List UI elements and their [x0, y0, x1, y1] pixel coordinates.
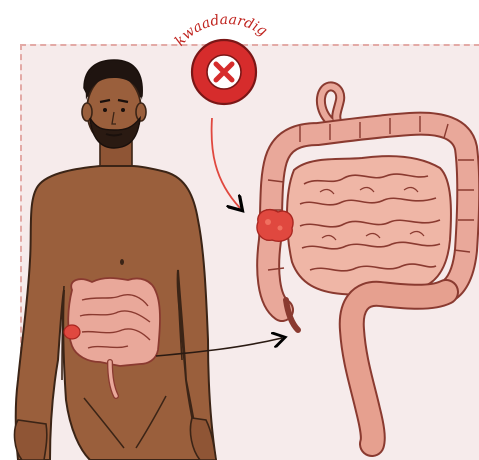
man-torso-icon — [15, 60, 216, 460]
arrow-badge-to-tumor-icon — [212, 118, 240, 208]
intestines-icon — [257, 86, 474, 444]
tumor-icon — [257, 210, 293, 242]
left-hand — [15, 420, 47, 460]
right-ear — [136, 103, 146, 121]
badge: kwaadaardig — [172, 12, 270, 104]
body-tumor-icon — [64, 325, 80, 339]
